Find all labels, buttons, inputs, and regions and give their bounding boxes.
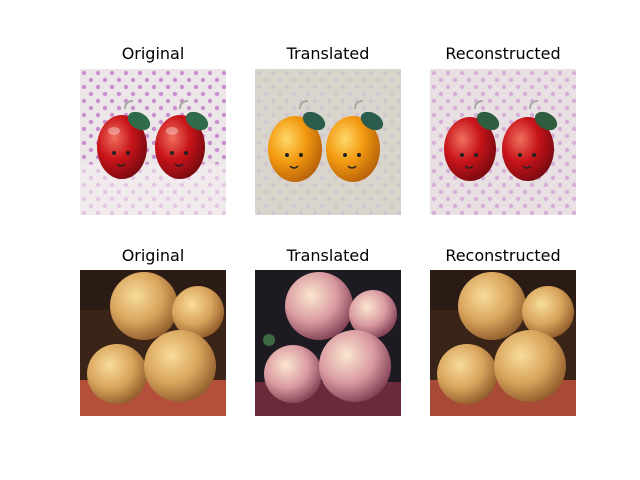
original-fruit-pile-image	[80, 270, 226, 416]
panel-title-original-1: Original	[121, 44, 185, 63]
translated-apple-earrings-image	[255, 69, 401, 215]
panel-title-reconstructed-2: Reconstructed	[445, 246, 561, 265]
panel-title-translated-1: Translated	[286, 44, 370, 63]
panel-title-original-2: Original	[121, 246, 185, 265]
original-apple-earrings-image	[80, 69, 226, 215]
translated-fruit-pile-image	[255, 270, 401, 416]
panel-title-reconstructed-1: Reconstructed	[445, 44, 561, 63]
reconstructed-fruit-pile-image	[430, 270, 576, 416]
reconstructed-apple-earrings-image	[430, 69, 576, 215]
panel-title-translated-2: Translated	[286, 246, 370, 265]
